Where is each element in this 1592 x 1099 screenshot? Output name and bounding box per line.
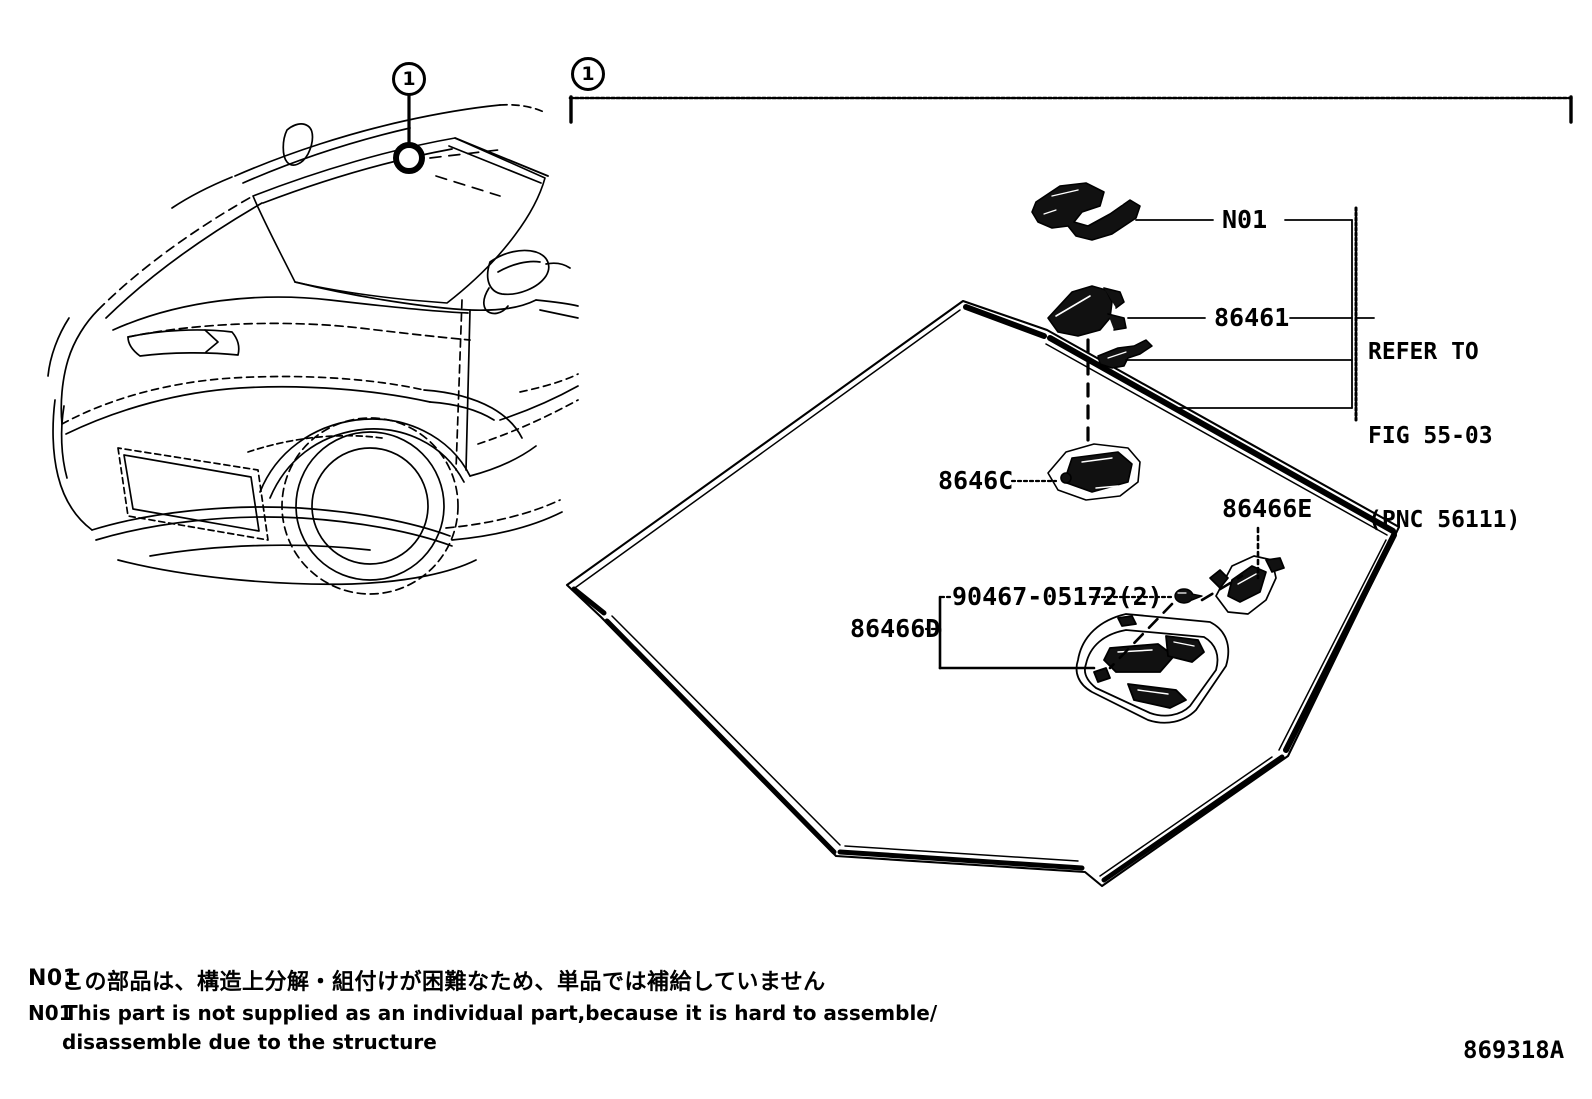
callout-number-section-text: 1 <box>581 63 595 85</box>
leader-86466d-bracket <box>938 595 1096 670</box>
callout-number-section: 1 <box>571 57 605 91</box>
vehicle-callout-ring <box>393 142 425 174</box>
windshield-edge-shading <box>571 304 1397 883</box>
part-icon-screw <box>1174 588 1203 604</box>
refer-to-line-1: REFER TO <box>1368 339 1479 366</box>
assembly-dashed-lines <box>1108 574 1244 670</box>
part-label-86466d: 86466D <box>850 614 941 643</box>
part-icon-n01 <box>1031 182 1141 241</box>
part-label-8646c: 8646C <box>938 466 1014 495</box>
windshield-inner-line <box>571 309 1388 877</box>
part-label-86461: 86461 <box>1214 303 1290 332</box>
part-label-n01: N01 <box>1222 205 1268 234</box>
vehicle-illustration <box>47 103 579 595</box>
part-label-86466e: 86466E <box>1222 494 1313 523</box>
footnote-text-jp: この部品は、構造上分解・組付けが困難なため、単品では補給していません <box>62 970 826 995</box>
part-icon-86466e <box>1209 555 1285 615</box>
footnote-text-en-line-2: disassemble due to the structure <box>62 1030 437 1054</box>
part-icon-clip <box>1097 339 1153 369</box>
part-icon-8646c <box>1047 443 1141 501</box>
windshield-glass <box>565 299 1401 888</box>
footnote-tag-jp: N01 <box>28 966 79 991</box>
part-icon-86466d <box>1075 613 1230 724</box>
refer-to-line-3: (PNC 56111) <box>1368 507 1521 534</box>
footnote-text-en-line-1: This part is not supplied as an individu… <box>64 1001 938 1025</box>
refer-to-line-2: FIG 55-03 <box>1368 423 1493 450</box>
section-bracket-ends <box>569 95 1573 124</box>
refer-to-block: REFER TO FIG 55-03 (PNC 56111) <box>1368 282 1520 591</box>
callout-number-vehicle: 1 <box>392 62 426 96</box>
part-icon-86461 <box>1047 285 1127 337</box>
figure-code: 869318A <box>1463 1036 1565 1064</box>
footnote-tag-en: N01 <box>28 1001 73 1025</box>
refer-group-bracket <box>1175 219 1353 409</box>
part-label-90467: 90467-05172(2) <box>952 582 1163 611</box>
vehicle-callout-dash <box>429 149 501 197</box>
callout-number-vehicle-text: 1 <box>402 68 416 90</box>
